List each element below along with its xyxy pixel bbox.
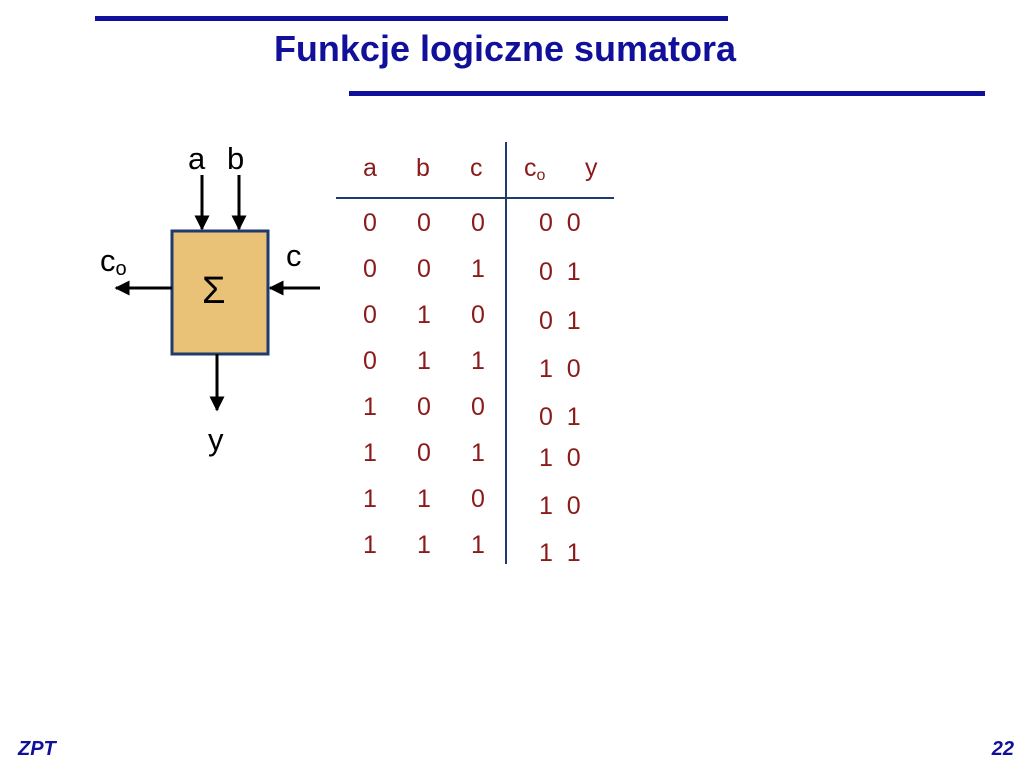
input-b-label: b [227,141,245,176]
table-cell-outputs: 1 0 [539,444,581,472]
table-cell-b: 0 [417,439,431,467]
table-cell-b: 1 [417,485,431,513]
table-cell-c: 0 [471,209,485,237]
table-cell-outputs: 1 1 [539,539,581,567]
table-cell-b: 0 [417,393,431,421]
table-cell-a: 1 [363,393,377,421]
title-rule-top [95,16,728,21]
input-c-label: c [286,238,302,273]
table-cell-b: 1 [417,301,431,329]
table-cell-c: 1 [471,531,485,559]
table-cell-a: 1 [363,531,377,559]
output-y-label: y [208,422,224,457]
header-c: c [470,154,483,182]
table-cell-c: 1 [471,347,485,375]
table-cell-a: 0 [363,255,377,283]
header-b: b [416,154,430,182]
table-cell-outputs: 1 0 [539,492,581,520]
table-cell-c: 0 [471,301,485,329]
sigma-symbol: Σ [202,270,226,312]
footer-label: ZPT [18,738,56,760]
table-cell-b: 1 [417,347,431,375]
table-cell-outputs: 1 0 [539,355,581,383]
header-y: y [585,154,598,182]
table-cell-outputs: 0 0 [539,209,581,237]
table-cell-a: 0 [363,209,377,237]
table-cell-a: 1 [363,485,377,513]
output-carry-label: co [100,243,127,280]
table-cell-c: 1 [471,439,485,467]
slide-title: Funkcje logiczne sumatora [273,28,737,69]
table-vertical-divider [505,142,507,564]
input-a-label: a [188,141,206,176]
table-cell-outputs: 0 1 [539,307,581,335]
table-cell-b: 1 [417,531,431,559]
table-cell-outputs: 0 1 [539,403,581,431]
table-cell-b: 0 [417,209,431,237]
table-cell-a: 1 [363,439,377,467]
table-header-divider [336,197,614,199]
title-rule-bottom [349,91,985,96]
table-cell-a: 0 [363,301,377,329]
table-cell-outputs: 0 1 [539,258,581,286]
header-a: a [363,154,377,182]
table-cell-a: 0 [363,347,377,375]
table-cell-b: 0 [417,255,431,283]
header-co: co [524,154,546,184]
table-cell-c: 0 [471,485,485,513]
table-cell-c: 0 [471,393,485,421]
page-number: 22 [991,738,1014,760]
table-cell-c: 1 [471,255,485,283]
